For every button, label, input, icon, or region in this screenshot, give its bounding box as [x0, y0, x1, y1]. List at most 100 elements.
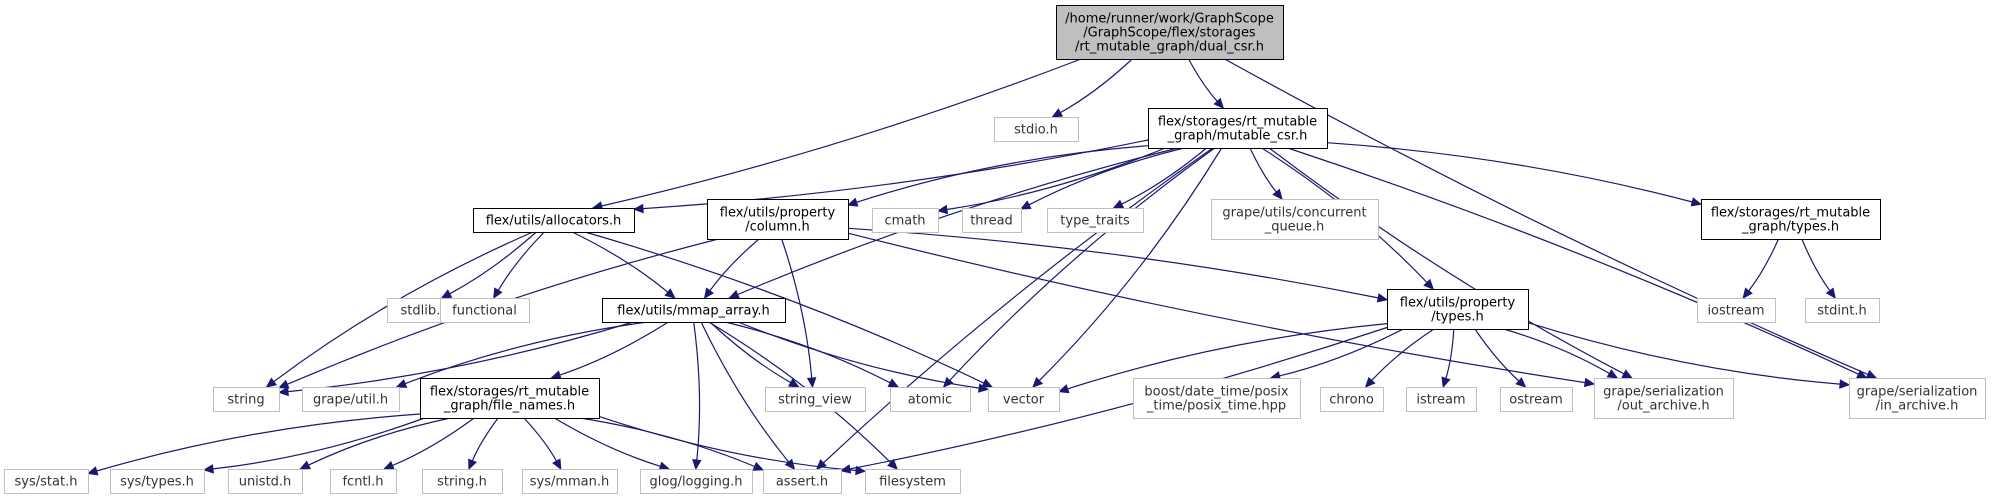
node-stdint: stdint.h	[1805, 298, 1880, 323]
arrowhead-icon	[887, 378, 900, 388]
include-edge-allocators-to-vector	[584, 231, 994, 388]
edge-line	[1801, 238, 1831, 292]
node-box	[330, 469, 397, 494]
edge-line	[554, 417, 661, 467]
node-rt-types[interactable]: flex/storages/rt_mutable_graph/types.h	[1701, 199, 1881, 240]
node-prop-types[interactable]: flex/utils/property/types.h	[1387, 289, 1529, 330]
arrowhead-icon	[1583, 377, 1596, 388]
edge-line	[847, 232, 1586, 384]
include-edge-mutable_csr-to-column	[846, 145, 1149, 207]
node-label-line: sys/stat.h	[15, 475, 78, 490]
node-thread: thread	[962, 208, 1022, 233]
include-edge-mutable_csr-to-out_archive	[1268, 147, 1633, 379]
arrowhead-icon	[1213, 97, 1225, 109]
include-edge-dual_csr-to-stdio	[1051, 58, 1133, 118]
include-edge-column-to-prop_types	[847, 227, 1389, 303]
edge-line	[523, 417, 558, 462]
node-column[interactable]: flex/utils/property/column.h	[707, 199, 849, 240]
arrowhead-icon	[703, 287, 715, 299]
arrowhead-icon	[1742, 287, 1753, 299]
node-label-line: sys/types.h	[120, 475, 194, 490]
node-label-line: string	[227, 393, 264, 408]
node-label-line: _time/posix_time.hpp	[1146, 399, 1286, 414]
node-label-line: thread	[970, 214, 1013, 229]
node-file-names[interactable]: flex/storages/rt_mutable_graph/file_name…	[420, 378, 600, 419]
edge-line	[571, 231, 669, 293]
edge-line	[559, 321, 669, 376]
node-label-line: grape/util.h	[313, 393, 388, 408]
arrowhead-icon	[1825, 287, 1836, 299]
node-label-line: flex/utils/property	[720, 206, 836, 221]
node-dual-csr[interactable]: /home/runner/work/GraphScope/GraphScope/…	[1056, 5, 1284, 60]
node-box	[213, 387, 280, 412]
node-label-line: /rt_mutable_graph/dual_csr.h	[1075, 40, 1264, 55]
edge-line	[1748, 238, 1780, 292]
edge-line	[404, 321, 648, 385]
edge-line	[1060, 58, 1133, 114]
node-label-line: /home/runner/work/GraphScope	[1065, 12, 1274, 27]
include-edge-mutable_csr-to-in_archive	[1287, 147, 1868, 379]
edge-line	[584, 231, 985, 384]
node-box	[1805, 298, 1880, 323]
edge-line	[781, 238, 813, 379]
node-box	[865, 469, 961, 494]
node-label-line: _graph/file_names.h	[443, 399, 575, 414]
arrowhead-icon	[632, 203, 644, 214]
include-edge-file_names-to-string_h	[468, 417, 499, 471]
node-stdio: stdio.h	[994, 117, 1079, 142]
node-label-line: atomic	[908, 393, 952, 408]
edge-line	[1279, 328, 1404, 377]
node-allocators[interactable]: flex/utils/allocators.h	[473, 208, 635, 233]
include-edge-prop_types-to-posix_time	[1269, 328, 1404, 381]
node-label-line: flex/storages/rt_mutable	[430, 385, 589, 400]
edge-line	[1028, 147, 1185, 206]
arrowhead-icon	[265, 377, 278, 388]
node-mutable-csr[interactable]: flex/storages/rt_mutable_graph/mutable_c…	[1148, 108, 1328, 149]
node-string-view: string_view	[765, 387, 866, 412]
arrowhead-icon	[1376, 293, 1389, 303]
edge-line	[1287, 147, 1859, 375]
include-edge-file_names-to-filesystem	[598, 415, 867, 476]
arrowhead-icon	[1856, 369, 1868, 379]
edge-line	[601, 58, 1082, 207]
node-label-line: istream	[1416, 393, 1465, 408]
edge-line	[1503, 328, 1610, 375]
node-out-archive: grape/serialization/out_archive.h	[1594, 378, 1734, 419]
edge-line	[737, 321, 980, 389]
arrowhead-icon	[692, 459, 702, 471]
node-label-line: /GraphScope/flex/storages	[1083, 26, 1256, 41]
node-box	[1047, 208, 1144, 233]
node-label-line: stdint.h	[1817, 304, 1866, 319]
node-label-line: iostream	[1707, 304, 1764, 319]
edge-line	[847, 227, 1379, 299]
node-box	[110, 469, 205, 494]
node-label-line: grape/utils/concurrent	[1222, 206, 1366, 221]
node-label-line: cmath	[884, 214, 925, 229]
node-box	[440, 298, 530, 323]
edge-line	[642, 139, 1149, 210]
node-box	[4, 469, 89, 494]
arrowhead-icon	[1032, 376, 1044, 388]
node-label-line: sys/mman.h	[530, 475, 610, 490]
arrowhead-icon	[383, 460, 395, 470]
include-edge-prop_types-to-vector	[1057, 323, 1388, 394]
edge-line	[1038, 147, 1223, 382]
node-mmap-array[interactable]: flex/utils/mmap_array.h	[602, 298, 786, 323]
include-edge-mmap_array-to-file_names	[550, 321, 669, 380]
node-label-line: flex/storages/rt_mutable	[1711, 206, 1870, 221]
arrowhead-icon	[855, 465, 867, 476]
arrowhead-icon	[1621, 369, 1633, 379]
include-edge-mmap_array-to-grape_util	[395, 321, 648, 388]
include-edge-file_names-to-sys_types	[202, 417, 425, 474]
edge-line	[308, 417, 451, 466]
node-box	[1594, 378, 1734, 419]
include-edge-mutable_csr-to-atomic	[942, 147, 1216, 388]
node-label-line: string.h	[437, 475, 487, 490]
node-label-line: flex/utils/mmap_array.h	[617, 304, 769, 319]
node-box	[763, 469, 842, 494]
include-edge-file_names-to-sys_mman	[523, 417, 562, 471]
edge-line	[1268, 147, 1625, 375]
arrowhead-icon	[752, 461, 765, 471]
node-box	[1133, 378, 1301, 419]
